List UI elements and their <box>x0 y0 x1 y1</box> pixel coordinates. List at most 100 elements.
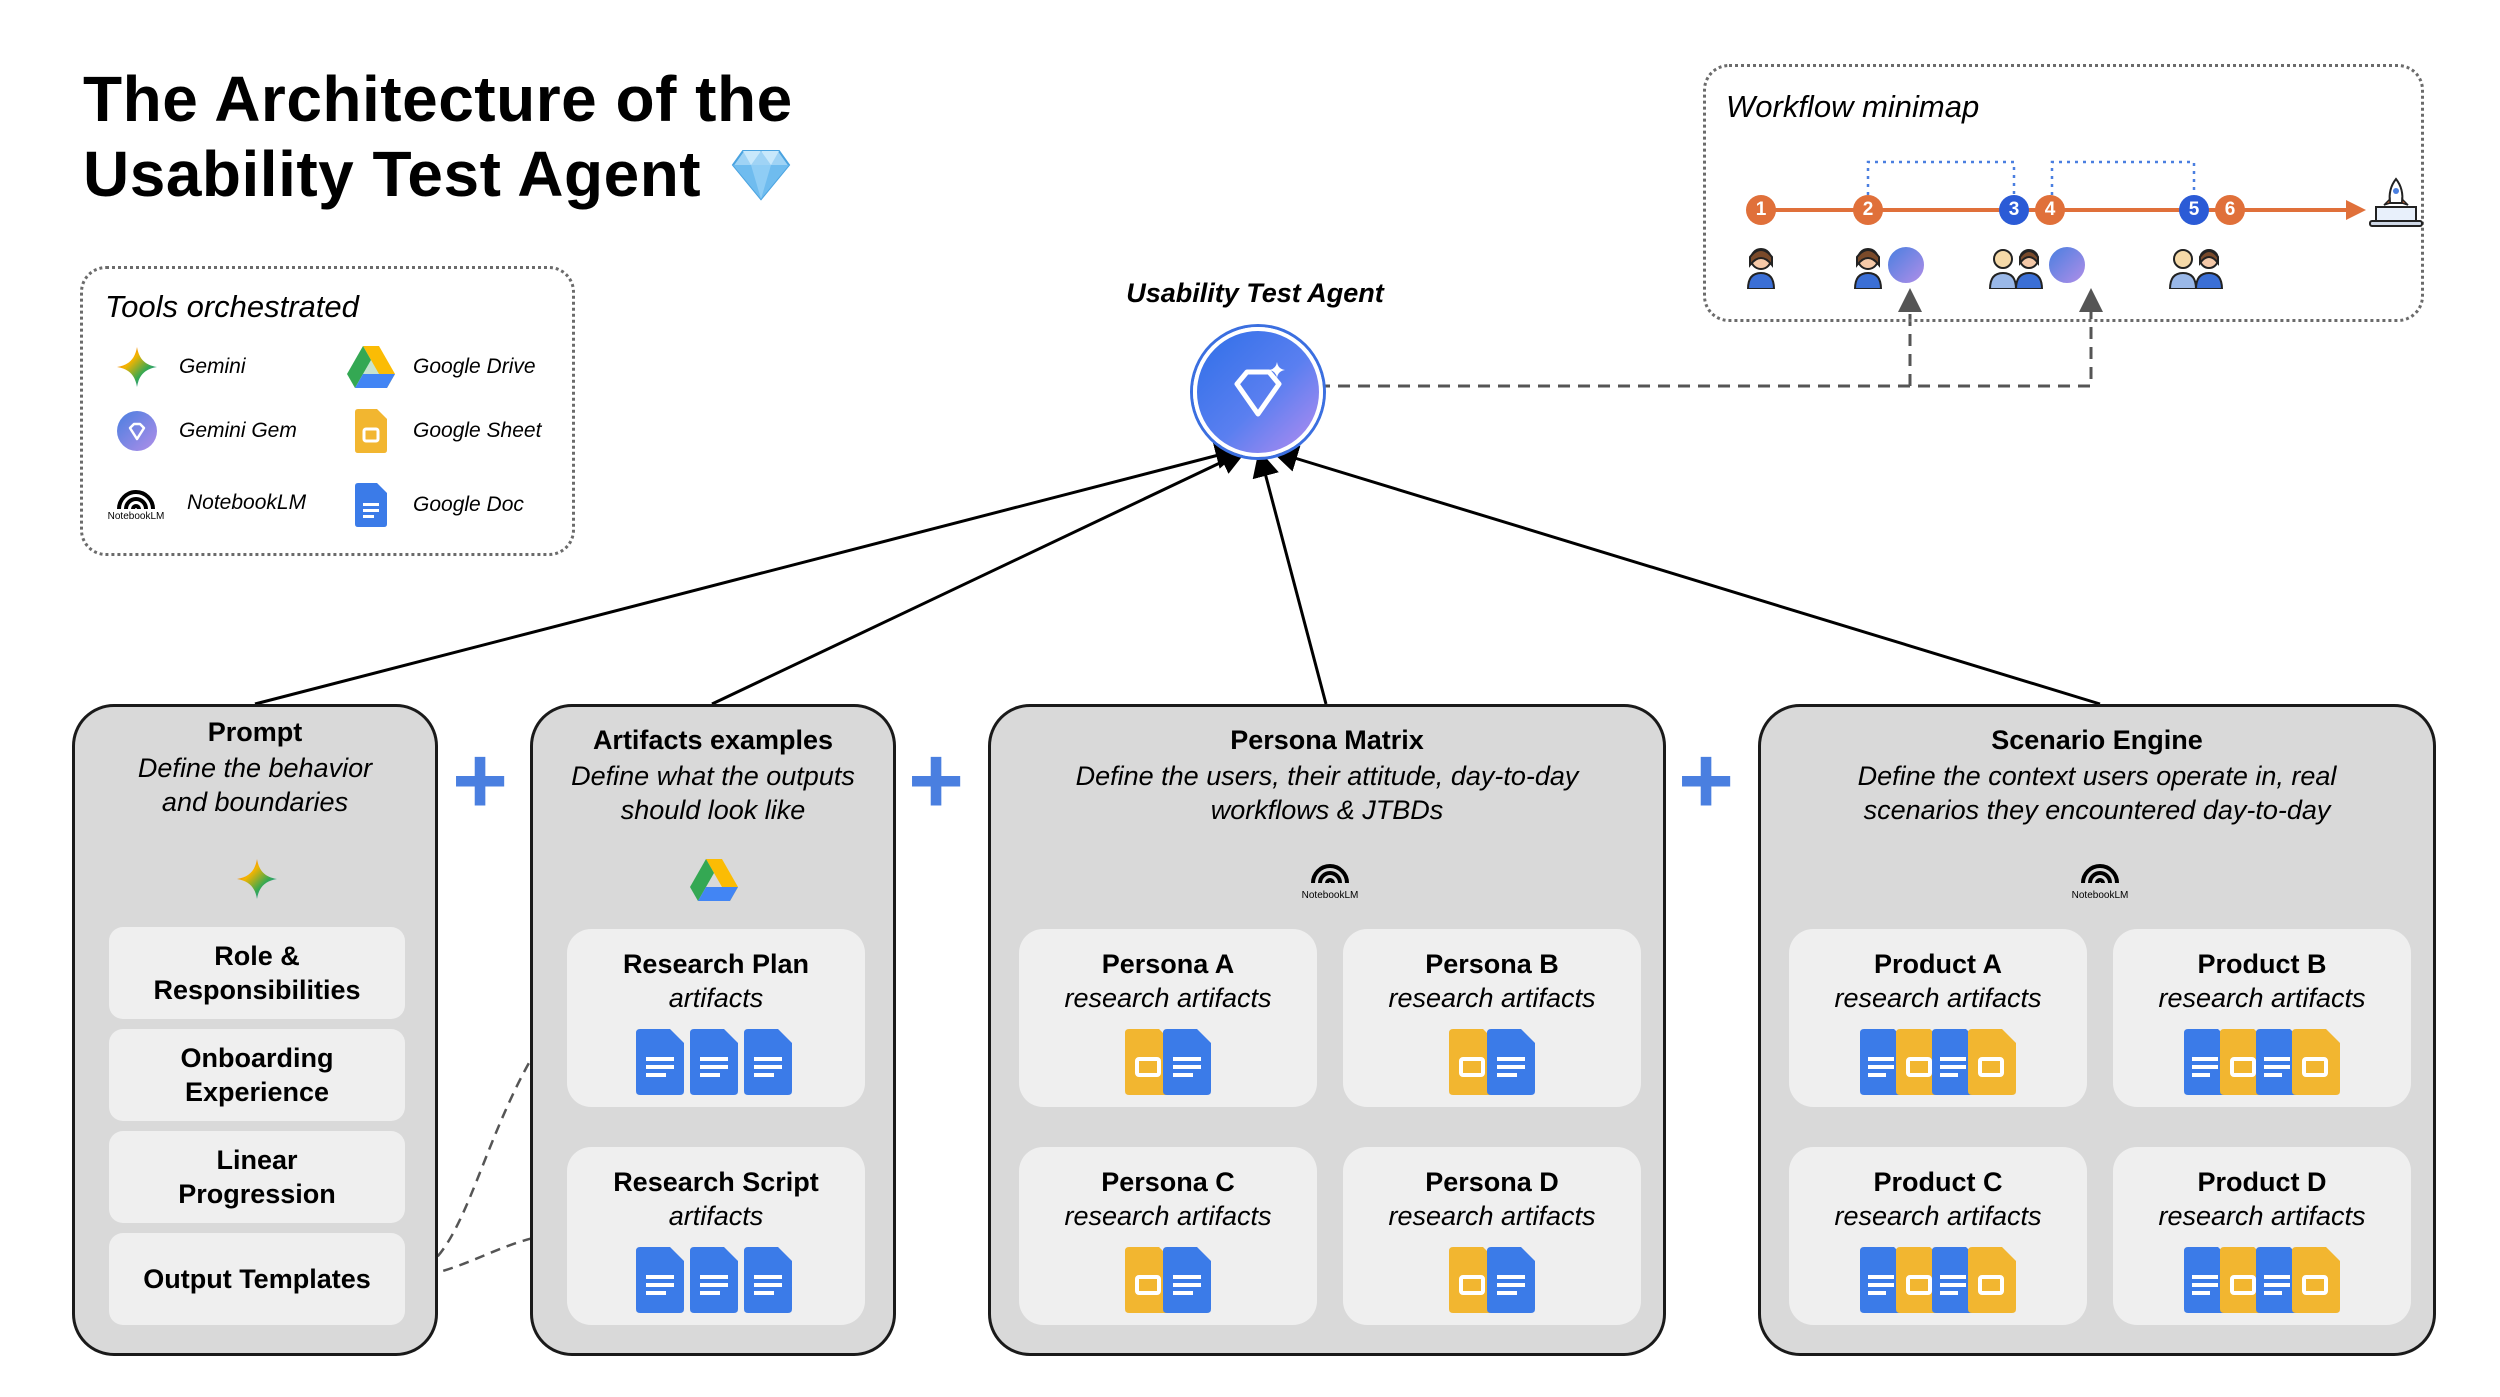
product-c-card[interactable]: Product C research artifacts <box>1789 1147 2087 1325</box>
sheet-doc-icons <box>1343 1247 1641 1313</box>
scenario-title: Scenario Engine <box>1991 725 2203 755</box>
research-script-sub: artifacts <box>668 1201 764 1231</box>
plus-sign-3: + <box>1678 727 1735 834</box>
product-c-title: Product C <box>1873 1167 2003 1197</box>
tool-google-doc: Google Doc <box>347 481 524 529</box>
gemini-icon <box>113 343 161 391</box>
prompt-title: Prompt <box>207 717 303 747</box>
diamond-icon <box>731 142 791 217</box>
persona-c-card[interactable]: Persona C research artifacts <box>1019 1147 1317 1325</box>
product-a-card[interactable]: Product A research artifacts <box>1789 929 2087 1107</box>
prompt-item-role-line2: Responsibilities <box>153 975 361 1005</box>
research-plan-title: Research Plan <box>622 949 810 979</box>
product-c-sub: research artifacts <box>1834 1201 2042 1231</box>
tool-gemini-gem-label: Gemini Gem <box>179 419 297 442</box>
page-title: The Architecture of the Usability Test A… <box>83 62 793 217</box>
research-plan-card[interactable]: Research Plan artifacts <box>567 929 865 1107</box>
tool-google-drive: Google Drive <box>347 343 536 391</box>
title-line-2-text: Usability Test Agent <box>83 138 702 210</box>
google-drive-icon <box>690 859 738 906</box>
product-b-sub: research artifacts <box>2158 983 2366 1013</box>
notebooklm-caption: NotebookLM <box>2071 890 2129 901</box>
rocket-laptop-icon <box>2369 177 2423 227</box>
prompt-item-linear: Linear Progression <box>109 1131 405 1223</box>
product-a-sub: research artifacts <box>1834 983 2042 1013</box>
step-badge-3: 3 <box>1999 195 2029 225</box>
artifacts-subtitle-2: should look like <box>620 795 806 825</box>
prompt-item-role: Role & Responsibilities <box>109 927 405 1019</box>
scenario-subtitle-2: scenarios they encountered day-to-day <box>1863 795 2331 825</box>
prompt-item-role-line1: Role & <box>214 941 300 971</box>
sheet-doc-icon <box>1449 1029 1535 1095</box>
arrow-prompt-to-agent <box>254 442 1243 706</box>
scenario-subtitle-1: Define the context users operate in, rea… <box>1857 761 2337 791</box>
persona-b-sub: research artifacts <box>1388 983 1596 1013</box>
doc-sheet-icons <box>2113 1247 2411 1313</box>
step-badge-1: 1 <box>1746 195 1776 225</box>
artifacts-title: Artifacts examples <box>592 725 834 755</box>
notebooklm-caption: NotebookLM <box>1301 890 1359 901</box>
doc-sheet-stack-icon <box>2184 1247 2340 1313</box>
google-doc-icon <box>636 1029 792 1095</box>
tools-legend: Tools orchestrated Gemini Google Drive G… <box>80 266 575 556</box>
plus-sign-1: + <box>452 727 509 834</box>
notebooklm-icon: NotebookLM <box>1296 859 1364 901</box>
tool-google-sheet: Google Sheet <box>347 407 541 455</box>
arrow-scenario-to-agent <box>1270 445 2101 706</box>
persona-title: Persona Matrix <box>1230 725 1424 755</box>
tool-google-drive-label: Google Drive <box>413 355 536 378</box>
minimap-flow <box>1762 160 2366 220</box>
product-d-card[interactable]: Product D research artifacts <box>2113 1147 2411 1325</box>
doc-sheet-stack-icon <box>1860 1247 2016 1313</box>
product-b-card[interactable]: Product B research artifacts <box>2113 929 2411 1107</box>
doc-icons <box>567 1247 865 1313</box>
prompt-item-linear-line2: Progression <box>178 1179 336 1209</box>
gemini-gem-icon <box>1886 245 1926 285</box>
tool-gemini-gem: Gemini Gem <box>113 407 297 455</box>
tool-gemini-label: Gemini <box>179 355 246 378</box>
title-line-1: The Architecture of the <box>83 63 793 135</box>
persona-d-title: Persona D <box>1425 1167 1559 1197</box>
minimap-heading: Workflow minimap <box>1726 89 1980 124</box>
tool-google-doc-label: Google Doc <box>413 493 524 516</box>
notebooklm-icon: NotebookLM <box>103 479 169 527</box>
plus-sign-2: + <box>908 727 965 834</box>
sheet-doc-icons <box>1019 1029 1317 1095</box>
tool-gemini: Gemini <box>113 343 246 391</box>
doc-sheet-stack-icon <box>1860 1029 2016 1095</box>
google-drive-icon <box>347 343 395 391</box>
agent-gem-icon[interactable] <box>1193 327 1323 457</box>
persona-b-card[interactable]: Persona B research artifacts <box>1343 929 1641 1107</box>
research-script-title: Research Script <box>613 1167 819 1197</box>
google-sheet-icon <box>347 407 395 455</box>
doc-sheet-icons <box>1789 1247 2087 1313</box>
scenario-engine-column: Scenario Engine Define the context users… <box>1758 704 2436 1356</box>
tool-google-sheet-label: Google Sheet <box>413 419 542 442</box>
persona-a-card[interactable]: Persona A research artifacts <box>1019 929 1317 1107</box>
step-badge-2: 2 <box>1853 195 1883 225</box>
prompt-item-onboarding-line1: Onboarding <box>180 1043 334 1073</box>
sheet-doc-icons <box>1343 1029 1641 1095</box>
product-a-title: Product A <box>1874 949 2002 979</box>
persona-matrix-column: Persona Matrix Define the users, their a… <box>988 704 1666 1356</box>
title-line-2: Usability Test Agent <box>83 137 793 217</box>
persona-d-card[interactable]: Persona D research artifacts <box>1343 1147 1641 1325</box>
persona-subtitle-2: workflows & JTBDs <box>1210 795 1444 825</box>
persona-b-title: Persona B <box>1425 949 1559 979</box>
prompt-item-linear-line1: Linear <box>216 1145 298 1175</box>
arrow-artifacts-to-agent <box>711 449 1248 706</box>
artifacts-column: Artifacts examples Define what the outpu… <box>530 704 896 1356</box>
people-group-icon <box>1988 249 2044 289</box>
notebooklm-icon-caption: NotebookLM <box>107 510 165 522</box>
persona-d-sub: research artifacts <box>1388 1201 1596 1231</box>
research-script-card[interactable]: Research Script artifacts <box>567 1147 865 1325</box>
tools-legend-heading: Tools orchestrated <box>105 289 359 324</box>
prompt-item-onboarding: Onboarding Experience <box>109 1029 405 1121</box>
prompt-subtitle-2: and boundaries <box>161 787 349 817</box>
prompt-item-onboarding-line2: Experience <box>184 1077 330 1107</box>
person-icon <box>1746 248 1776 289</box>
persona-c-title: Persona C <box>1101 1167 1235 1197</box>
gemini-gem-icon <box>113 407 161 455</box>
sheet-doc-icon <box>1125 1029 1211 1095</box>
notebooklm-icon: NotebookLM <box>2066 859 2134 901</box>
